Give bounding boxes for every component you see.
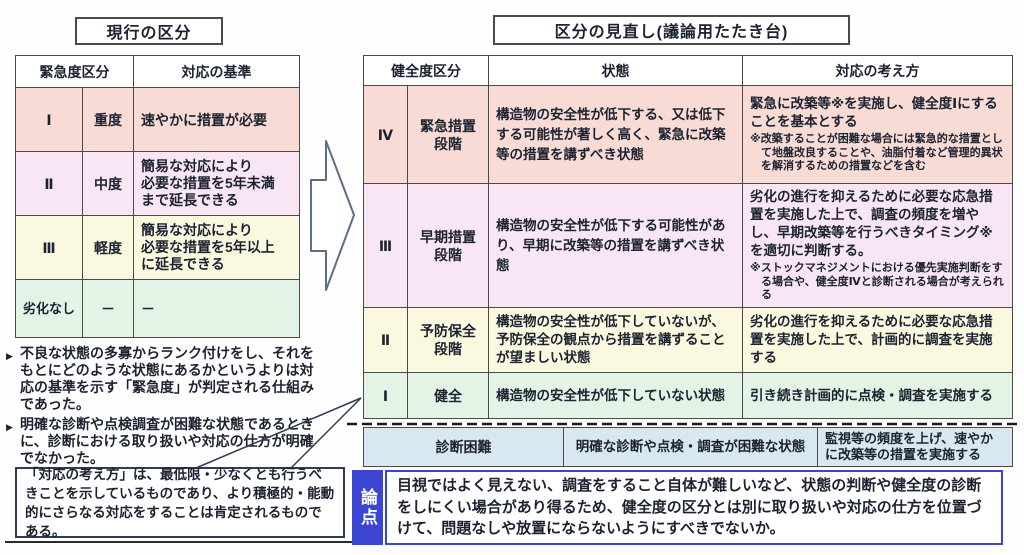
left-row2-level: 中度 xyxy=(82,151,134,216)
left-note-1: 不良な状態の多寡からランク付けをし、それをもとにどのような状態にあるかというより… xyxy=(20,345,314,412)
diagnosis-difficult-state: 明確な診断や点検・調査が困難な状態 xyxy=(563,427,818,467)
right-header-approach: 対応の考え方 xyxy=(742,55,1013,86)
discussion-point-badge: 論点 xyxy=(352,470,383,545)
right-row3-grade: Ⅲ xyxy=(363,183,408,308)
left-notes-list: ▶ 不良な状態の多寡からランク付けをし、それをもとにどのような状態にあるかという… xyxy=(6,345,326,470)
right-row1-state: 構造物の安全性が低下していない状態 xyxy=(488,372,743,419)
diagnosis-difficult-approach: 監視等の頻度を上げ、速やかに改築等の措置を実施する xyxy=(817,427,1013,467)
right-row2-grade: Ⅱ xyxy=(363,307,408,373)
left-row1-level: 重度 xyxy=(82,87,134,152)
left-header-urgency-class: 緊急度区分 xyxy=(15,55,134,88)
right-row4-approach-note: ※改築することが困難な場合には緊急的な措置として地盤改良することや、油脂付着など… xyxy=(750,133,1003,173)
left-row1-criteria: 速やかに措置が必要 xyxy=(133,87,300,152)
right-row1-stage: 健全 xyxy=(407,372,489,419)
current-classification-title: 現行の区分 xyxy=(75,17,223,45)
right-row1-grade: Ⅰ xyxy=(363,372,408,419)
right-header-soundness-class: 健全度区分 xyxy=(363,55,489,86)
diagnosis-difficult-label: 診断困難 xyxy=(363,427,564,467)
right-row3-approach: 劣化の進行を抑えるために必要な応急措置を実施した上で、調査の頻度を増やし、早期改… xyxy=(750,189,993,259)
left-row3-grade: Ⅲ xyxy=(15,215,83,280)
left-row3-level: 軽度 xyxy=(82,215,134,280)
right-row4-approach: 緊急に改築等※を実施し、健全度Ⅰにすることを基本とする xyxy=(750,96,998,130)
right-row3-state: 構造物の安全性が低下する可能性があり、早期に改築等の措置を講ずべき状態 xyxy=(488,183,743,308)
bullet-icon: ▶ xyxy=(6,422,13,432)
left-row3-criteria: 簡易な対応により 必要な措置を5年以上 に延長できる xyxy=(133,215,300,280)
left-row2-criteria: 簡易な対応により 必要な措置を5年未満 まで延長できる xyxy=(133,151,300,216)
right-row4-state: 構造物の安全性が低下する、又は低下する可能性が著しく高く、緊急に改築等の措置を講… xyxy=(488,85,743,184)
divider-line xyxy=(5,541,354,543)
right-row1-approach: 引き続き計画的に点検・調査を実施する xyxy=(750,387,993,403)
right-row2-approach: 劣化の進行を抑えるために必要な応急措置を実施した上で、計画的に調査を実施する xyxy=(750,314,993,365)
right-row2-stage: 予防保全 段階 xyxy=(407,307,489,373)
left-header-criteria: 対応の基準 xyxy=(133,55,300,88)
right-row3-approach-note: ※ストックマネジメントにおける優先実施判断をする場合や、健全度Ⅳと診断される場合… xyxy=(750,262,1004,302)
left-row4-grade: 劣化なし xyxy=(15,279,83,338)
left-row1-grade: Ⅰ xyxy=(15,87,83,152)
revised-classification-title: 区分の見直し(議論用たたき台) xyxy=(493,15,850,45)
bullet-icon: ▶ xyxy=(6,351,13,361)
list-item: ▶ 明確な診断や点検調査が困難な状態であるときに、診断における取り扱いや対応の仕… xyxy=(6,416,326,467)
right-row4-stage: 緊急措置 段階 xyxy=(407,85,489,184)
left-note-2: 明確な診断や点検調査が困難な状態であるときに、診断における取り扱いや対応の仕方が… xyxy=(20,416,314,466)
right-row3-stage: 早期措置 段階 xyxy=(407,183,489,308)
left-row4-level: － xyxy=(82,279,134,338)
list-item: ▶ 不良な状態の多寡からランク付けをし、それをもとにどのような状態にあるかという… xyxy=(6,345,326,413)
left-row2-grade: Ⅱ xyxy=(15,151,83,216)
right-header-state: 状態 xyxy=(488,55,743,86)
right-row4-grade: Ⅳ xyxy=(363,85,408,184)
right-row2-state: 構造物の安全性が低下していないが、予防保全の観点から措置を講ずることが望ましい状… xyxy=(488,307,743,373)
transition-arrow-icon xyxy=(310,140,355,291)
approach-meaning-callout: 「対応の考え方」は、最低限・少なくとも行うべきことを示しているものであり、より積… xyxy=(15,467,345,539)
left-row4-criteria: － xyxy=(133,279,300,338)
discussion-point-text: 目視ではよく見えない、調査をすること自体が難しいなど、状態の判断や健全度の診断を… xyxy=(385,470,1003,545)
